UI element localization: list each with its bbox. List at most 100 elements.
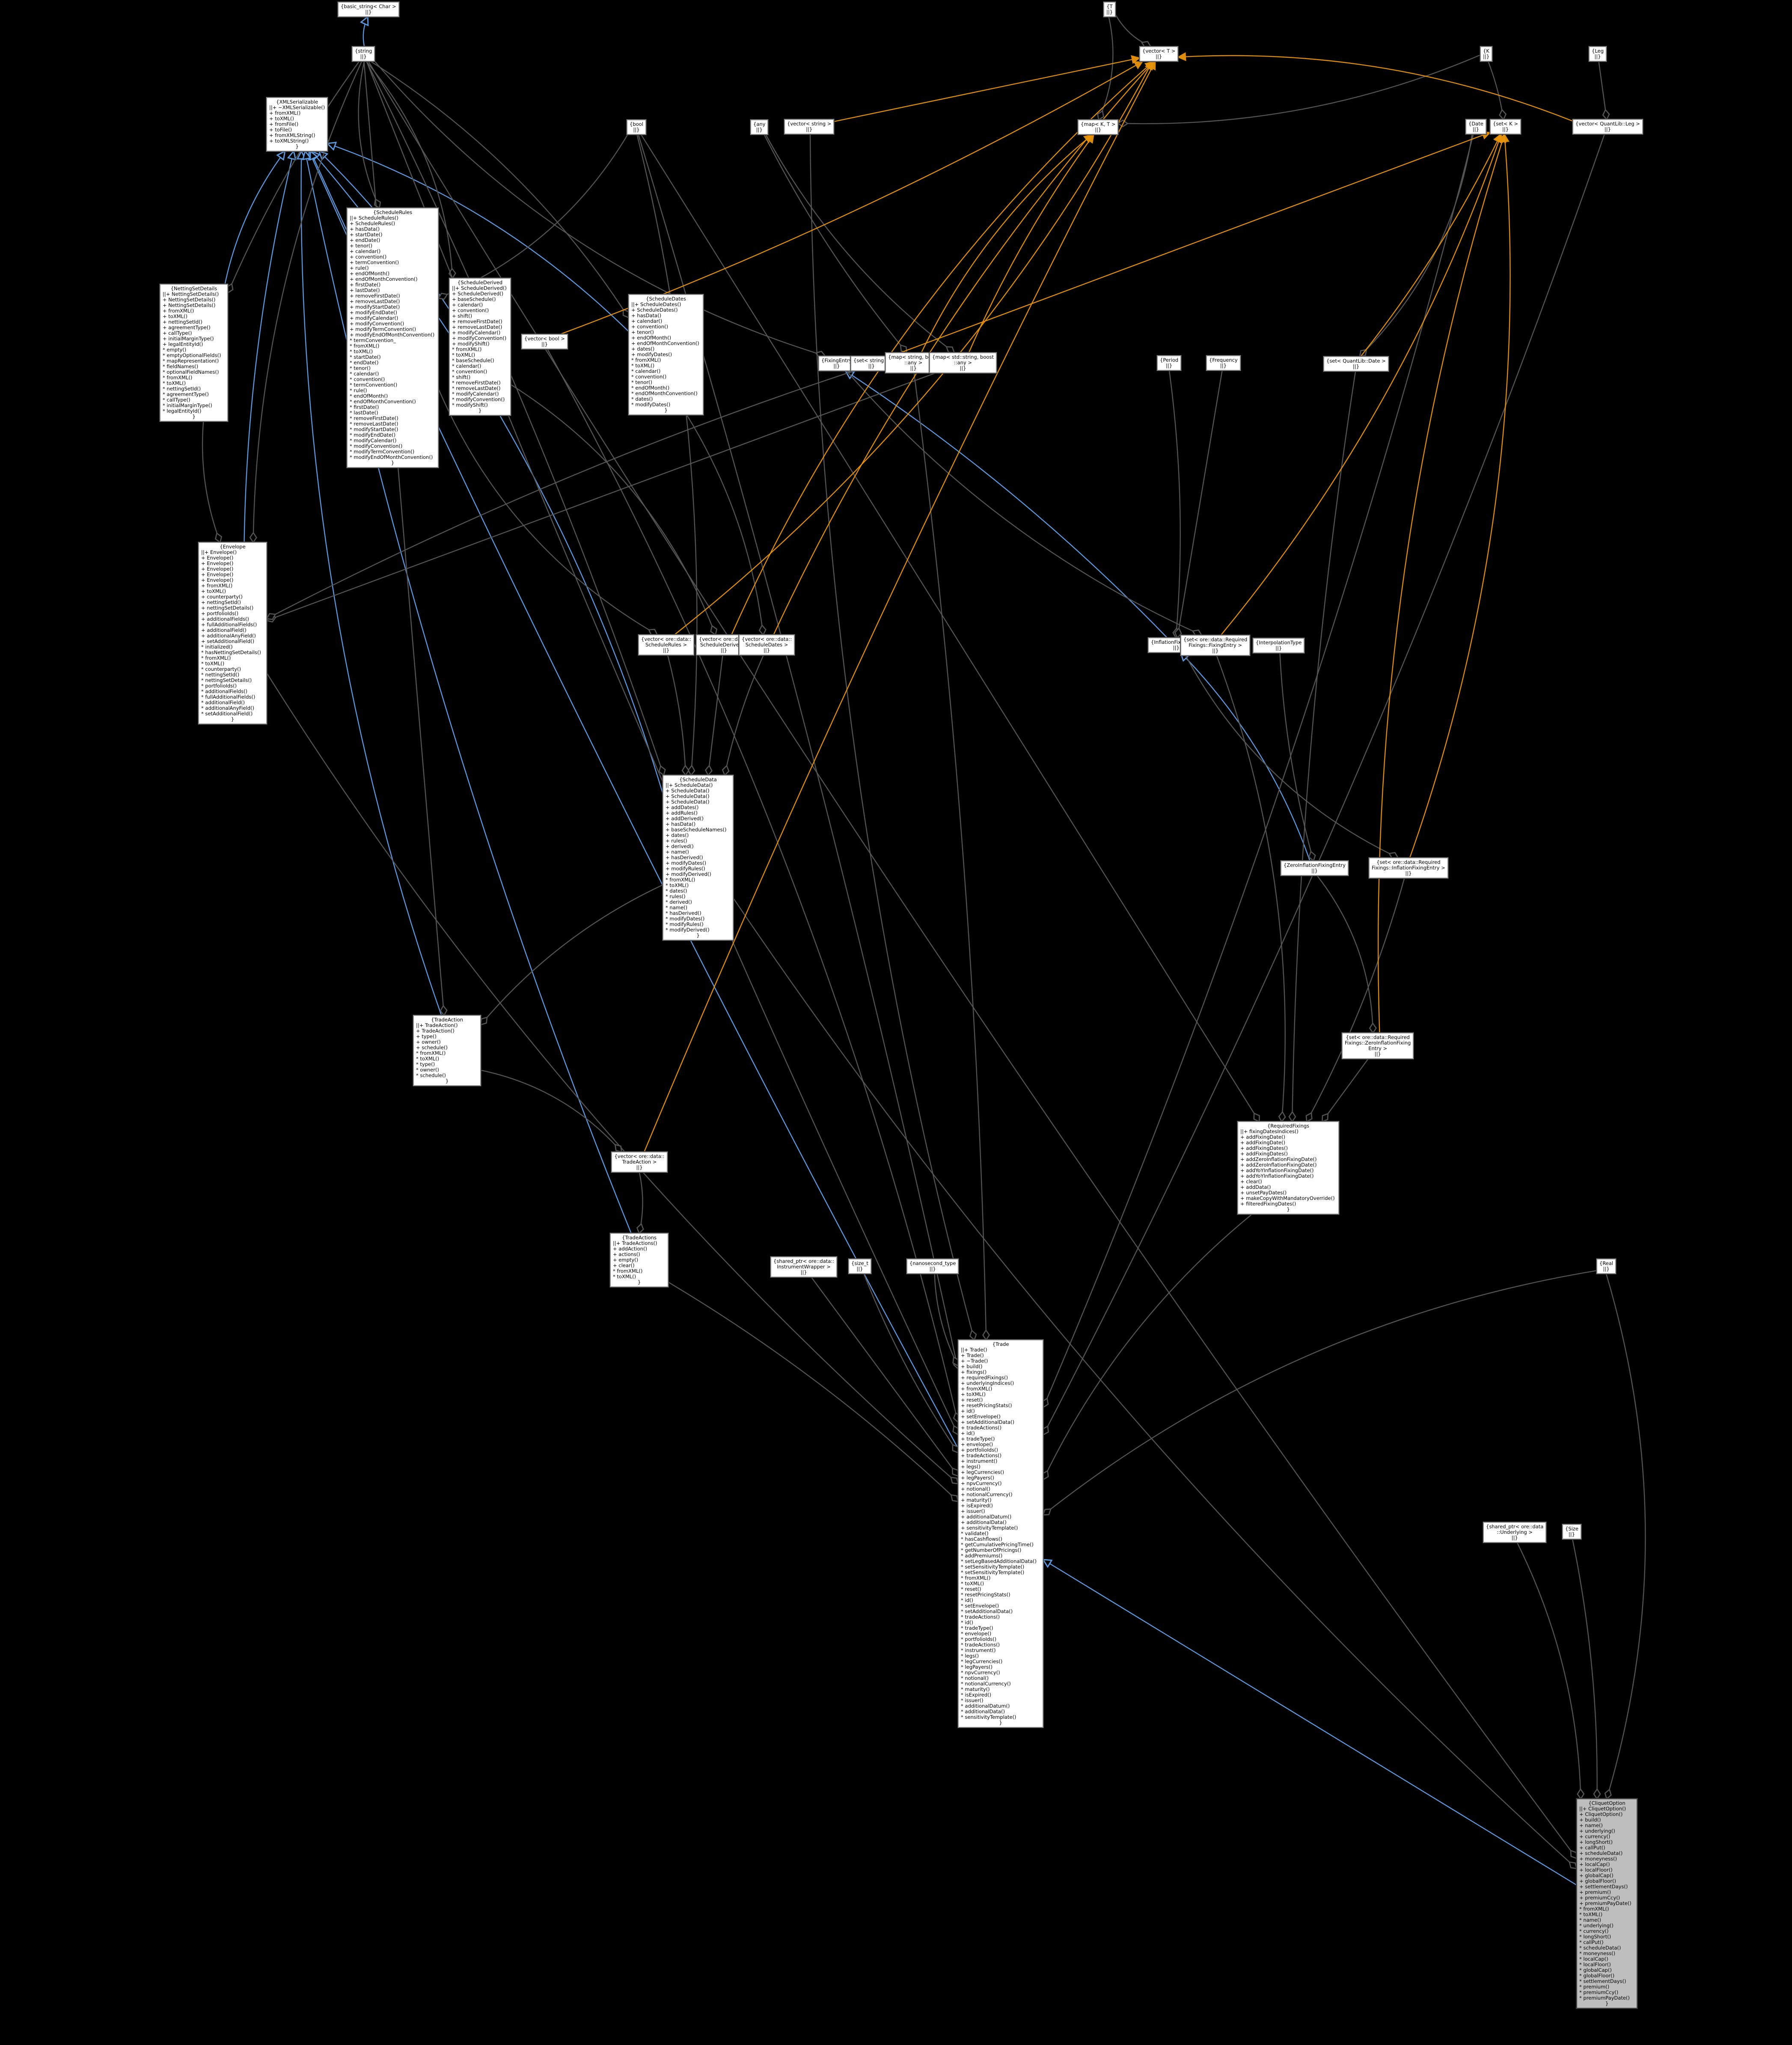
class-node-Period[interactable]: {Period||} <box>1156 355 1182 371</box>
class-node-ScheduleDerived[interactable]: {ScheduleDerived||+ ScheduleDerived()+ S… <box>449 277 511 416</box>
edge-ScheduleData-to-CliquetOption <box>733 898 1576 1868</box>
class-node-CliquetOption[interactable]: {CliquetOption||+ CliquetOption()+ Cliqu… <box>1576 1798 1638 2009</box>
class-member: * endDate() <box>350 360 379 366</box>
edge-any-to-map_stdstring_any <box>765 134 954 352</box>
class-member: ||} <box>756 127 763 133</box>
class-node-K[interactable]: {K||} <box>1479 46 1493 62</box>
edge-map_string_any-to-Trade <box>913 373 986 1340</box>
class-node-set_K[interactable]: {set< K >||} <box>1489 119 1522 135</box>
class-member: + name() <box>1579 1822 1603 1828</box>
class-node-FixingEntry[interactable]: {FixingEntry||} <box>817 355 856 372</box>
class-title: {vector< T > <box>1142 48 1176 54</box>
class-node-vector_T[interactable]: {vector< T >||} <box>1138 46 1179 62</box>
class-node-vector_TradeAction[interactable]: {vector< ore::data::TradeAction >||} <box>611 1151 668 1173</box>
class-node-ScheduleDates[interactable]: {ScheduleDates||+ ScheduleDates()+ Sched… <box>628 294 704 416</box>
edge-Envelope-to-Trade <box>266 673 958 1483</box>
class-member: + shift() <box>452 313 473 319</box>
class-node-NettingSetDetails[interactable]: {NettingSetDetails||+ NettingSetDetails(… <box>159 283 229 422</box>
class-member: + envelope() <box>961 1441 993 1447</box>
class-node-vector_string[interactable]: {vector< string >||} <box>783 119 835 135</box>
class-node-nanosecond_type[interactable]: {nanosecond_type||} <box>906 1258 960 1274</box>
class-node-TradeAction[interactable]: {TradeAction||+ TradeAction()+ TradeActi… <box>413 1015 481 1086</box>
class-member: * endOfMonthConvention() <box>350 399 416 405</box>
class-title: {nanosecond_type <box>909 1260 956 1266</box>
class-node-XMLSerializable[interactable]: {XMLSerializable||+ ~XMLSerializable()+ … <box>265 97 329 152</box>
class-node-shared_ptr_InstrumentWrapper[interactable]: {shared_ptr< ore::data::InstrumentWrappe… <box>770 1256 838 1278</box>
class-node-InterpolationType[interactable]: {InterpolationType||} <box>1252 637 1305 654</box>
class-member: + rules() <box>666 838 687 844</box>
class-member: + setAdditionalField() <box>201 638 255 644</box>
class-title: {RequiredFixings <box>1267 1123 1310 1129</box>
class-member: ||} <box>633 127 640 133</box>
class-node-Size[interactable]: {Size||} <box>1562 1524 1582 1540</box>
class-node-Date[interactable]: {Date||} <box>1465 119 1487 135</box>
class-member: * modifyCalendar() <box>350 438 397 444</box>
class-title: {ScheduleData <box>679 777 717 783</box>
class-member: ||+ fixingDatesIndices() <box>1240 1128 1299 1134</box>
class-member: + nettingSetId() <box>201 599 241 605</box>
class-node-size_t[interactable]: {size_t||} <box>848 1258 872 1274</box>
class-member: * fromXML() <box>452 346 482 352</box>
class-member: * maturity() <box>961 1686 990 1692</box>
edge-vector_bool-to-vector_T <box>561 62 1142 335</box>
edge-ScheduleRules-to-XMLSerializable <box>309 152 348 235</box>
class-member: + hasData() <box>350 226 380 232</box>
edge-set_QuantLib_Date-to-set_K <box>1360 134 1501 357</box>
class-node-TradeActions[interactable]: {TradeActions||+ TradeActions()+ addActi… <box>609 1232 669 1288</box>
class-node-Trade[interactable]: {Trade||+ Trade()+ Trade()+ ~Trade()+ bu… <box>957 1339 1044 1728</box>
class-member: + modifyStartDate() <box>350 304 400 310</box>
class-member: * premiumPayDate() <box>1579 1995 1630 2001</box>
class-member: + Envelope() <box>201 572 234 577</box>
class-member: ||} <box>1095 127 1102 133</box>
edge-any-to-map_string_any <box>764 134 906 352</box>
class-node-any[interactable]: {any||} <box>749 119 769 135</box>
class-member: } <box>478 408 482 414</box>
class-member: * fromXML() <box>163 375 193 381</box>
class-node-shared_ptr_Underlying[interactable]: {shared_ptr< ore::data::Underlying >||} <box>1482 1521 1547 1543</box>
class-member: + calendar() <box>350 248 381 254</box>
class-title: {vector< string > <box>787 121 832 127</box>
class-member: + modifyDates() <box>631 351 672 357</box>
class-member: + firstDate() <box>350 282 381 288</box>
class-node-string[interactable]: {string||} <box>351 46 376 62</box>
class-node-vector_ScheduleDates[interactable]: {vector< ore::data::ScheduleDates >||} <box>738 634 796 656</box>
class-title: {set< string > <box>853 357 890 363</box>
class-member: * setSensitivityTemplate() <box>961 1564 1025 1570</box>
class-member: ||} <box>1511 1535 1518 1541</box>
class-member: Entry > <box>1368 1045 1388 1051</box>
class-member: * endOfMonth() <box>631 385 670 391</box>
class-member: * rule() <box>350 387 367 393</box>
class-node-Envelope[interactable]: {Envelope||+ Envelope()+ Envelope()+ Env… <box>198 542 267 725</box>
class-node-ZeroInflationFixingEntry[interactable]: {ZeroInflationFixingEntry||} <box>1280 860 1349 876</box>
class-node-set_QuantLib_Date[interactable]: {set< QuantLib::Date >||} <box>1323 356 1389 372</box>
class-member: + calendar() <box>631 318 663 324</box>
edge-vector_ScheduleDerived-to-vector_T <box>731 62 1153 635</box>
class-node-vector_ScheduleRules[interactable]: {vector< ore::data::ScheduleRules >||} <box>637 634 695 656</box>
class-title: {set< ore::data::Required <box>1376 859 1441 865</box>
class-node-map_K_T[interactable]: {map< K, T >||} <box>1077 119 1119 135</box>
class-member: ||} <box>1352 363 1359 369</box>
class-node-ScheduleRules[interactable]: {ScheduleRules||+ ScheduleRules()+ Sched… <box>346 207 439 468</box>
class-node-vector_QuantLib_Leg[interactable]: {vector< QuantLib::Leg >||} <box>1572 119 1643 135</box>
class-node-basic_string_char[interactable]: {basic_string< Char >||} <box>337 1 400 18</box>
class-member: + rule() <box>350 265 369 271</box>
class-member: * tradeType() <box>961 1625 993 1631</box>
class-node-Real[interactable]: {Real||} <box>1596 1258 1617 1274</box>
class-node-RequiredFixings[interactable]: {RequiredFixings||+ fixingDatesIndices()… <box>1237 1121 1340 1215</box>
edge-ScheduleDates-to-XMLSerializable <box>328 143 629 332</box>
class-node-map_stdstring_any[interactable]: {map< std::string, boost::any >||} <box>929 352 997 374</box>
class-node-ScheduleData[interactable]: {ScheduleData||+ ScheduleData()+ Schedul… <box>662 774 734 941</box>
class-title: {shared_ptr< ore::data <box>1486 1524 1544 1530</box>
class-node-Leg[interactable]: {Leg||} <box>1588 46 1607 62</box>
edge-ScheduleDerived-to-vector_ScheduleDerived <box>511 384 715 634</box>
class-member: + addZeroInflationFixingDate() <box>1240 1162 1317 1168</box>
class-node-bool[interactable]: {bool||} <box>626 119 647 135</box>
class-node-Frequency[interactable]: {Frequency||} <box>1206 355 1241 371</box>
class-member: * sensitivityTemplate() <box>961 1714 1016 1720</box>
class-node-T[interactable]: {T||} <box>1103 1 1117 18</box>
class-member: * hasDerived() <box>666 910 701 916</box>
class-node-vector_bool[interactable]: {vector< bool >||} <box>521 333 568 350</box>
